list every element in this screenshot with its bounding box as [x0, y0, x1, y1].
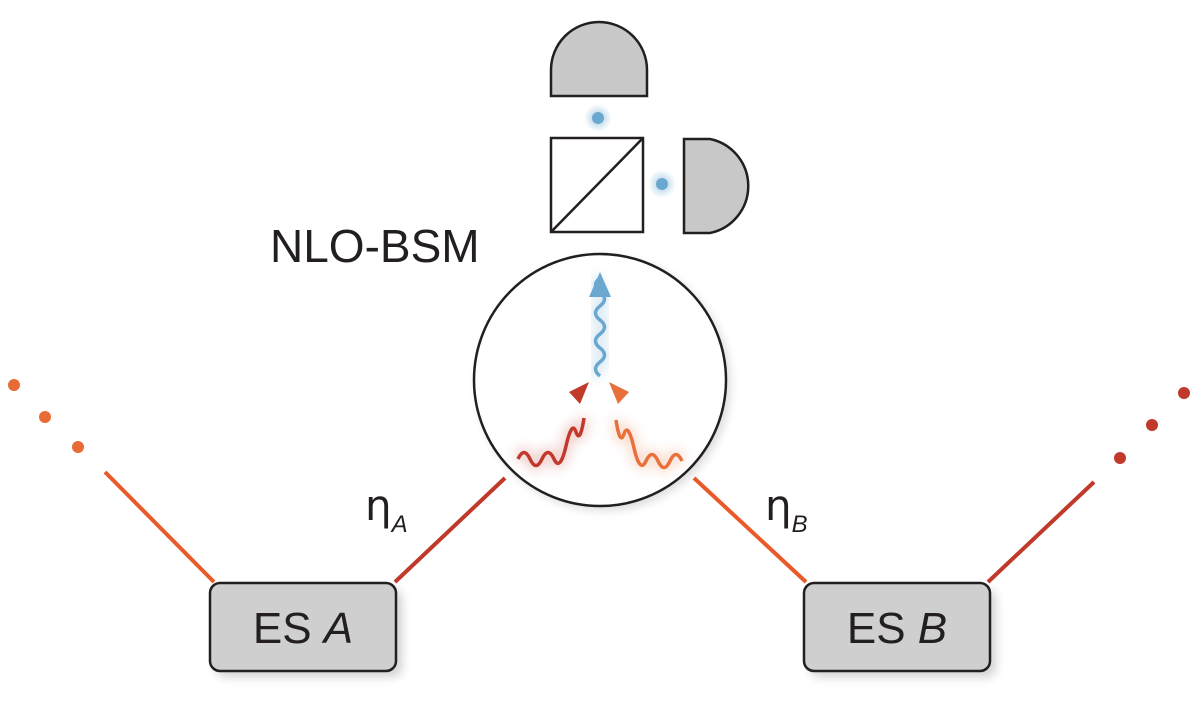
- fiber-link-a-to-nlo: [393, 476, 507, 584]
- ellipsis-dots-right: [1114, 387, 1190, 464]
- beam-splitter-icon: [549, 136, 645, 234]
- fiber-link-nlo-to-b: [692, 476, 808, 584]
- photodetector-icon: [682, 137, 750, 235]
- end-station-b: ES B: [802, 581, 996, 677]
- ellipsis-dots-left: [8, 379, 84, 453]
- dot: [72, 441, 84, 453]
- photon-red-incoming: [513, 382, 589, 471]
- nlo-bsm-label: NLO-BSM: [270, 220, 480, 272]
- dot: [8, 379, 20, 391]
- dot: [1146, 419, 1158, 431]
- end-station-a: ES A: [208, 581, 402, 677]
- dot: [1178, 387, 1190, 399]
- transmission-eta-b: ηB: [765, 481, 808, 538]
- nlo-bsm-circle: [472, 252, 730, 510]
- dot: [1114, 452, 1126, 464]
- photon-orange-incoming: [609, 382, 687, 473]
- photodetector-icon: [549, 20, 649, 98]
- fiber-link-left-outer: [103, 470, 216, 584]
- end-station-b-label: ES B: [847, 604, 947, 653]
- photon-blue-outgoing: [589, 272, 611, 380]
- transmission-eta-a: ηA: [365, 481, 408, 538]
- fiber-link-right-outer: [986, 480, 1096, 584]
- end-station-a-label: ES A: [253, 604, 353, 653]
- photon-dot-top: [584, 104, 612, 132]
- dot: [39, 411, 51, 423]
- photon-dot-right: [648, 170, 676, 198]
